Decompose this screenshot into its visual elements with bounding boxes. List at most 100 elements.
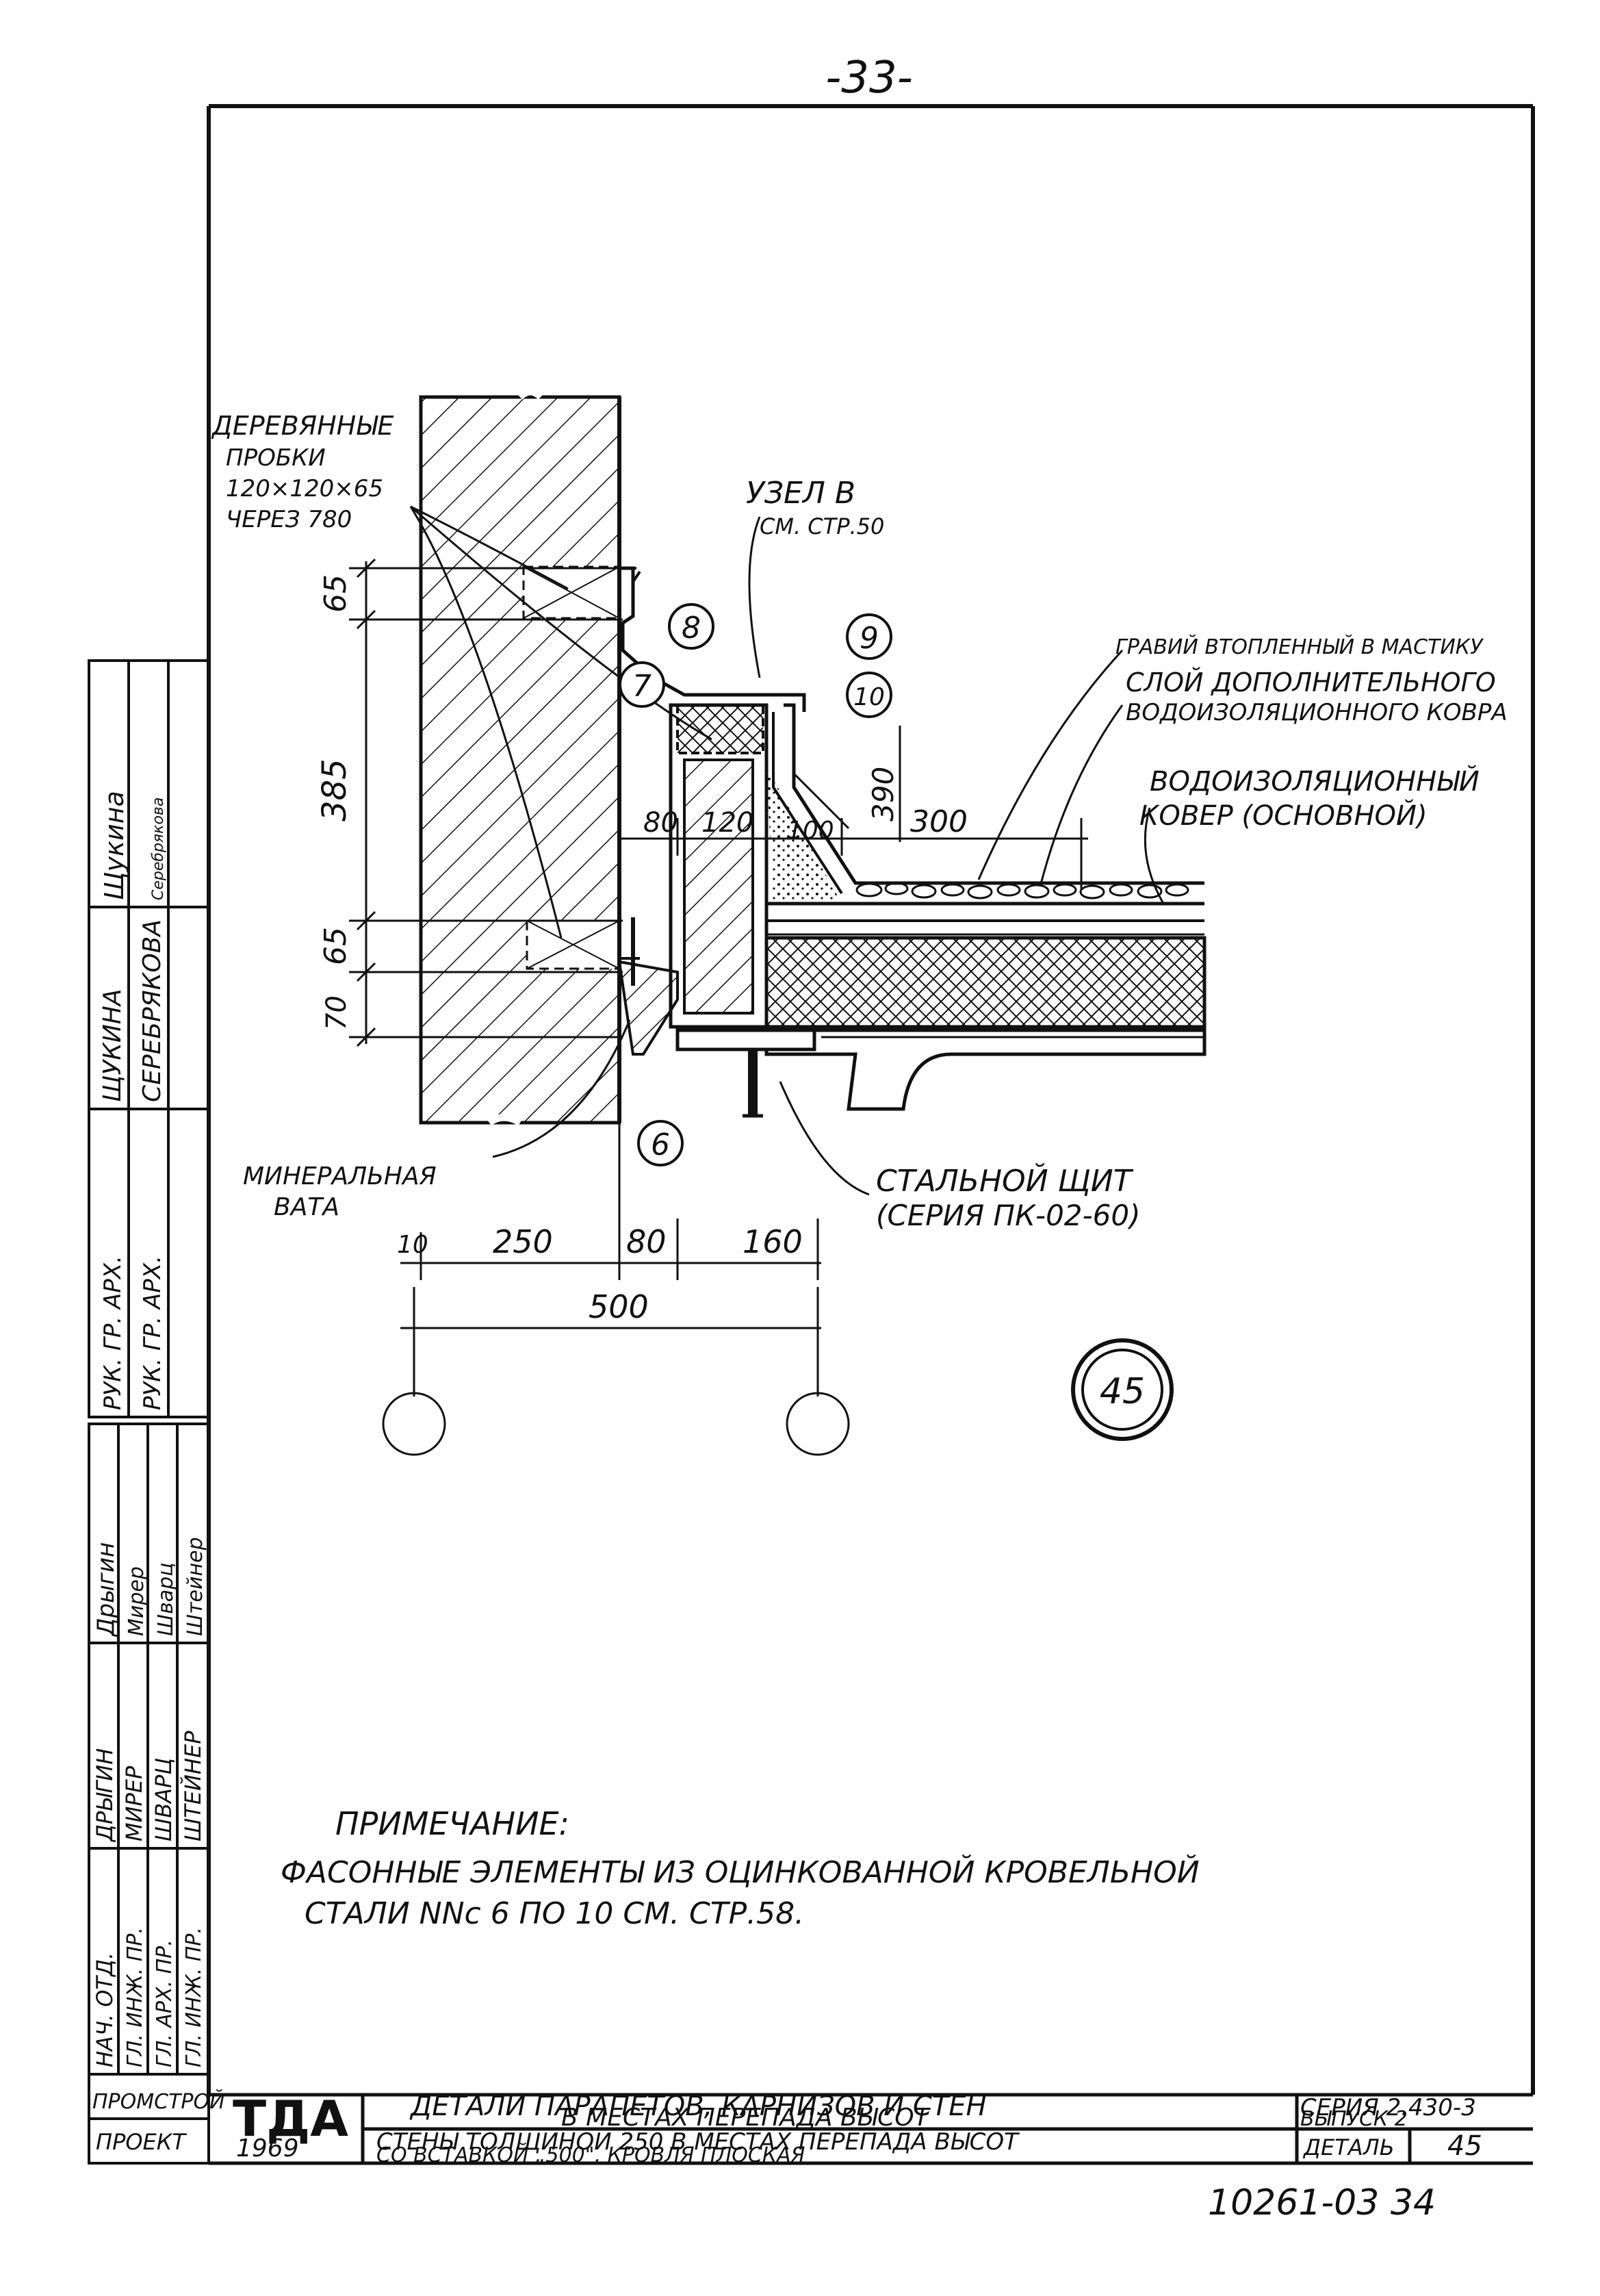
svg-text:ЩУКИНА: ЩУКИНА	[99, 989, 127, 1103]
dim-total-500: 500	[589, 1288, 649, 1325]
archive-number: 10261-03 34	[1208, 2182, 1436, 2223]
detail-mark: 45	[1071, 1338, 1174, 1441]
svg-text:МИРЕР: МИРЕР	[121, 1765, 147, 1841]
callout-10-label: 10	[853, 683, 885, 711]
label-main-carpet: ВОДОИЗОЛЯЦИОННЫЙ КОВЕР (ОСНОВНОЙ)	[1139, 765, 1480, 832]
svg-text:ВАТА: ВАТА	[274, 1193, 339, 1221]
dim-v-385: 385	[315, 758, 354, 821]
svg-text:РУК. ГР. АРХ.: РУК. ГР. АРХ.	[139, 1255, 166, 1410]
dim-bottom-10: 10	[397, 1231, 428, 1259]
detail-number: 45	[1447, 2130, 1482, 2162]
year: 1969	[236, 2134, 299, 2163]
svg-text:ДЕРЕВЯННЫЕ: ДЕРЕВЯННЫЕ	[211, 411, 393, 441]
dim-row-bottom	[382, 1123, 850, 1456]
insert-column	[669, 703, 769, 1029]
callout-10: 10	[846, 672, 892, 718]
note-line-2: СТАЛИ NNс 6 ПО 10 СМ. СТР.58.	[305, 1896, 804, 1931]
org-name-line-1: ПРОМСТРОЙ	[92, 2089, 225, 2114]
detail-mark-number: 45	[1100, 1371, 1145, 1412]
dim-v-70: 70	[321, 995, 352, 1030]
mineral-wool	[617, 960, 679, 1056]
wood-block	[676, 704, 764, 754]
series: СЕРИЯ 2.430-3	[1300, 2094, 1476, 2121]
svg-text:ГЛ. АРХ. ПР.: ГЛ. АРХ. ПР.	[153, 1939, 177, 2067]
dim-bottom-250: 250	[493, 1223, 553, 1260]
dim-top-80: 80	[643, 807, 678, 839]
gravel-layer	[855, 882, 1189, 900]
note-title: ПРИМЕЧАНИЕ:	[335, 1805, 569, 1842]
label-gravel: ГРАВИЙ ВТОПЛЕННЫЙ В МАСТИКУ	[1115, 635, 1484, 659]
dim-top-120: 120	[701, 807, 753, 839]
issue: ВЫПУСК 2	[1300, 2107, 1408, 2131]
mastic-fillet	[766, 767, 842, 904]
svg-text:КОВЕР (ОСНОВНОЙ): КОВЕР (ОСНОВНОЙ)	[1139, 799, 1428, 832]
label-node-b: УЗЕЛ В СМ. СТР.50	[746, 476, 884, 539]
svg-text:СМ. СТР.50: СМ. СТР.50	[760, 513, 884, 539]
dim-v-390: 390	[866, 767, 900, 821]
dim-v-65-top: 65	[318, 574, 353, 613]
svg-text:НАЧ. ОТД.: НАЧ. ОТД.	[92, 1952, 118, 2067]
svg-text:МИНЕРАЛЬНАЯ: МИНЕРАЛЬНАЯ	[243, 1162, 437, 1190]
label-wood-plugs: ДЕРЕВЯННЫЕ ПРОБКИ 120×120×65 ЧЕРЕЗ 780	[211, 411, 393, 533]
org-name-line-2: ПРОЕКТ	[96, 2129, 187, 2155]
svg-text:ШВАРЦ: ШВАРЦ	[151, 1758, 177, 1841]
logo: ТДА	[233, 2090, 348, 2147]
label-steel-panel: СТАЛЬНОЙ ЩИТ (СЕРИЯ ПК-02-60)	[876, 1162, 1141, 1232]
section-drawing	[419, 388, 1207, 1126]
title-block	[209, 2093, 1533, 2165]
title-line-2: В МЕСТАХ ПЕРЕПАДА ВЫСОТ	[561, 2104, 931, 2132]
upstand-flashing	[784, 703, 1204, 885]
roof-insulation	[764, 936, 1207, 1029]
callout-9-label: 9	[860, 621, 879, 656]
svg-text:ПРОБКИ: ПРОБКИ	[226, 444, 326, 472]
vertical-dimensions	[349, 558, 623, 1047]
svg-text:ЧЕРЕЗ 780: ЧЕРЕЗ 780	[226, 506, 352, 533]
svg-text:Серебрякова: Серебрякова	[150, 798, 167, 900]
dim-top-300: 300	[910, 804, 968, 839]
callout-8: 8	[668, 603, 714, 650]
callout-6-label: 6	[651, 1127, 670, 1162]
svg-text:УЗЕЛ В: УЗЕЛ В	[746, 476, 855, 511]
dim-top-100: 100	[787, 817, 834, 845]
side-stamp	[88, 659, 210, 2165]
subtitle-line-1: СТЕНЫ ТОЛЩИНОЙ 250 В МЕСТАХ ПЕРЕПАДА ВЫС…	[376, 2128, 1020, 2156]
svg-text:СЛОЙ ДОПОЛНИТЕЛЬНОГО: СЛОЙ ДОПОЛНИТЕЛЬНОГО	[1126, 667, 1496, 698]
label-mineral-wool: МИНЕРАЛЬНАЯ ВАТА	[243, 1162, 437, 1221]
svg-text:РУК. ГР. АРХ.: РУК. ГР. АРХ.	[99, 1255, 127, 1410]
note-line-1: ФАСОННЫЕ ЭЛЕМЕНТЫ ИЗ ОЦИНКОВАННОЙ КРОВЕЛ…	[281, 1854, 1200, 1890]
svg-text:ВОДОИЗОЛЯЦИОННОГО КОВРА: ВОДОИЗОЛЯЦИОННОГО КОВРА	[1126, 699, 1508, 726]
flashing-profile	[619, 566, 806, 712]
brick-wall	[419, 395, 621, 1125]
roof-slab	[764, 1028, 1207, 1111]
steel-panel	[675, 1028, 816, 1051]
svg-text:Щукина: Щукина	[99, 791, 129, 900]
dim-bottom-80: 80	[626, 1223, 667, 1260]
svg-text:(СЕРИЯ ПК-02-60): (СЕРИЯ ПК-02-60)	[876, 1199, 1141, 1232]
svg-text:Шварц: Шварц	[154, 1562, 178, 1636]
svg-text:ГЛ. ИНЖ. ПР.: ГЛ. ИНЖ. ПР.	[123, 1927, 147, 2067]
svg-text:ШТЕЙНЕР: ШТЕЙНЕР	[180, 1731, 206, 1841]
svg-text:ДРЫГИН: ДРЫГИН	[92, 1748, 118, 1843]
label-extra-layer: СЛОЙ ДОПОЛНИТЕЛЬНОГО ВОДОИЗОЛЯЦИОННОГО К…	[1126, 667, 1508, 726]
subtitle-line-2: СО ВСТАВКОЙ „500", КРОВЛЯ ПЛОСКАЯ	[376, 2143, 805, 2167]
callout-6: 6	[637, 1120, 684, 1166]
svg-text:120×120×65: 120×120×65	[226, 475, 383, 502]
page-number: -33-	[825, 53, 913, 103]
svg-text:Дрыгин: Дрыгин	[92, 1542, 120, 1637]
callout-7-label: 7	[632, 669, 651, 704]
dim-bottom-160: 160	[743, 1223, 803, 1260]
callout-7: 7	[619, 661, 665, 708]
detail-label: ДЕТАЛЬ	[1302, 2134, 1395, 2160]
svg-text:СЕРЕБРЯКОВА: СЕРЕБРЯКОВА	[138, 919, 166, 1102]
dim-v-65-bottom: 65	[318, 927, 353, 965]
leader-lines	[409, 505, 1165, 1196]
dim-row-top	[619, 818, 1088, 890]
svg-text:ГЛ. ИНЖ. ПР.: ГЛ. ИНЖ. ПР.	[182, 1927, 206, 2067]
svg-text:СТАЛЬНОЙ ЩИТ: СТАЛЬНОЙ ЩИТ	[876, 1162, 1134, 1199]
svg-text:Мирер: Мирер	[125, 1566, 149, 1636]
callout-8-label: 8	[682, 611, 701, 646]
title-line-1: ДЕТАЛИ ПАРАПЕТОВ, КАРНИЗОВ И СТЕН	[409, 2091, 987, 2122]
svg-text:Штейнер: Штейнер	[183, 1537, 207, 1636]
callout-9: 9	[846, 613, 892, 660]
